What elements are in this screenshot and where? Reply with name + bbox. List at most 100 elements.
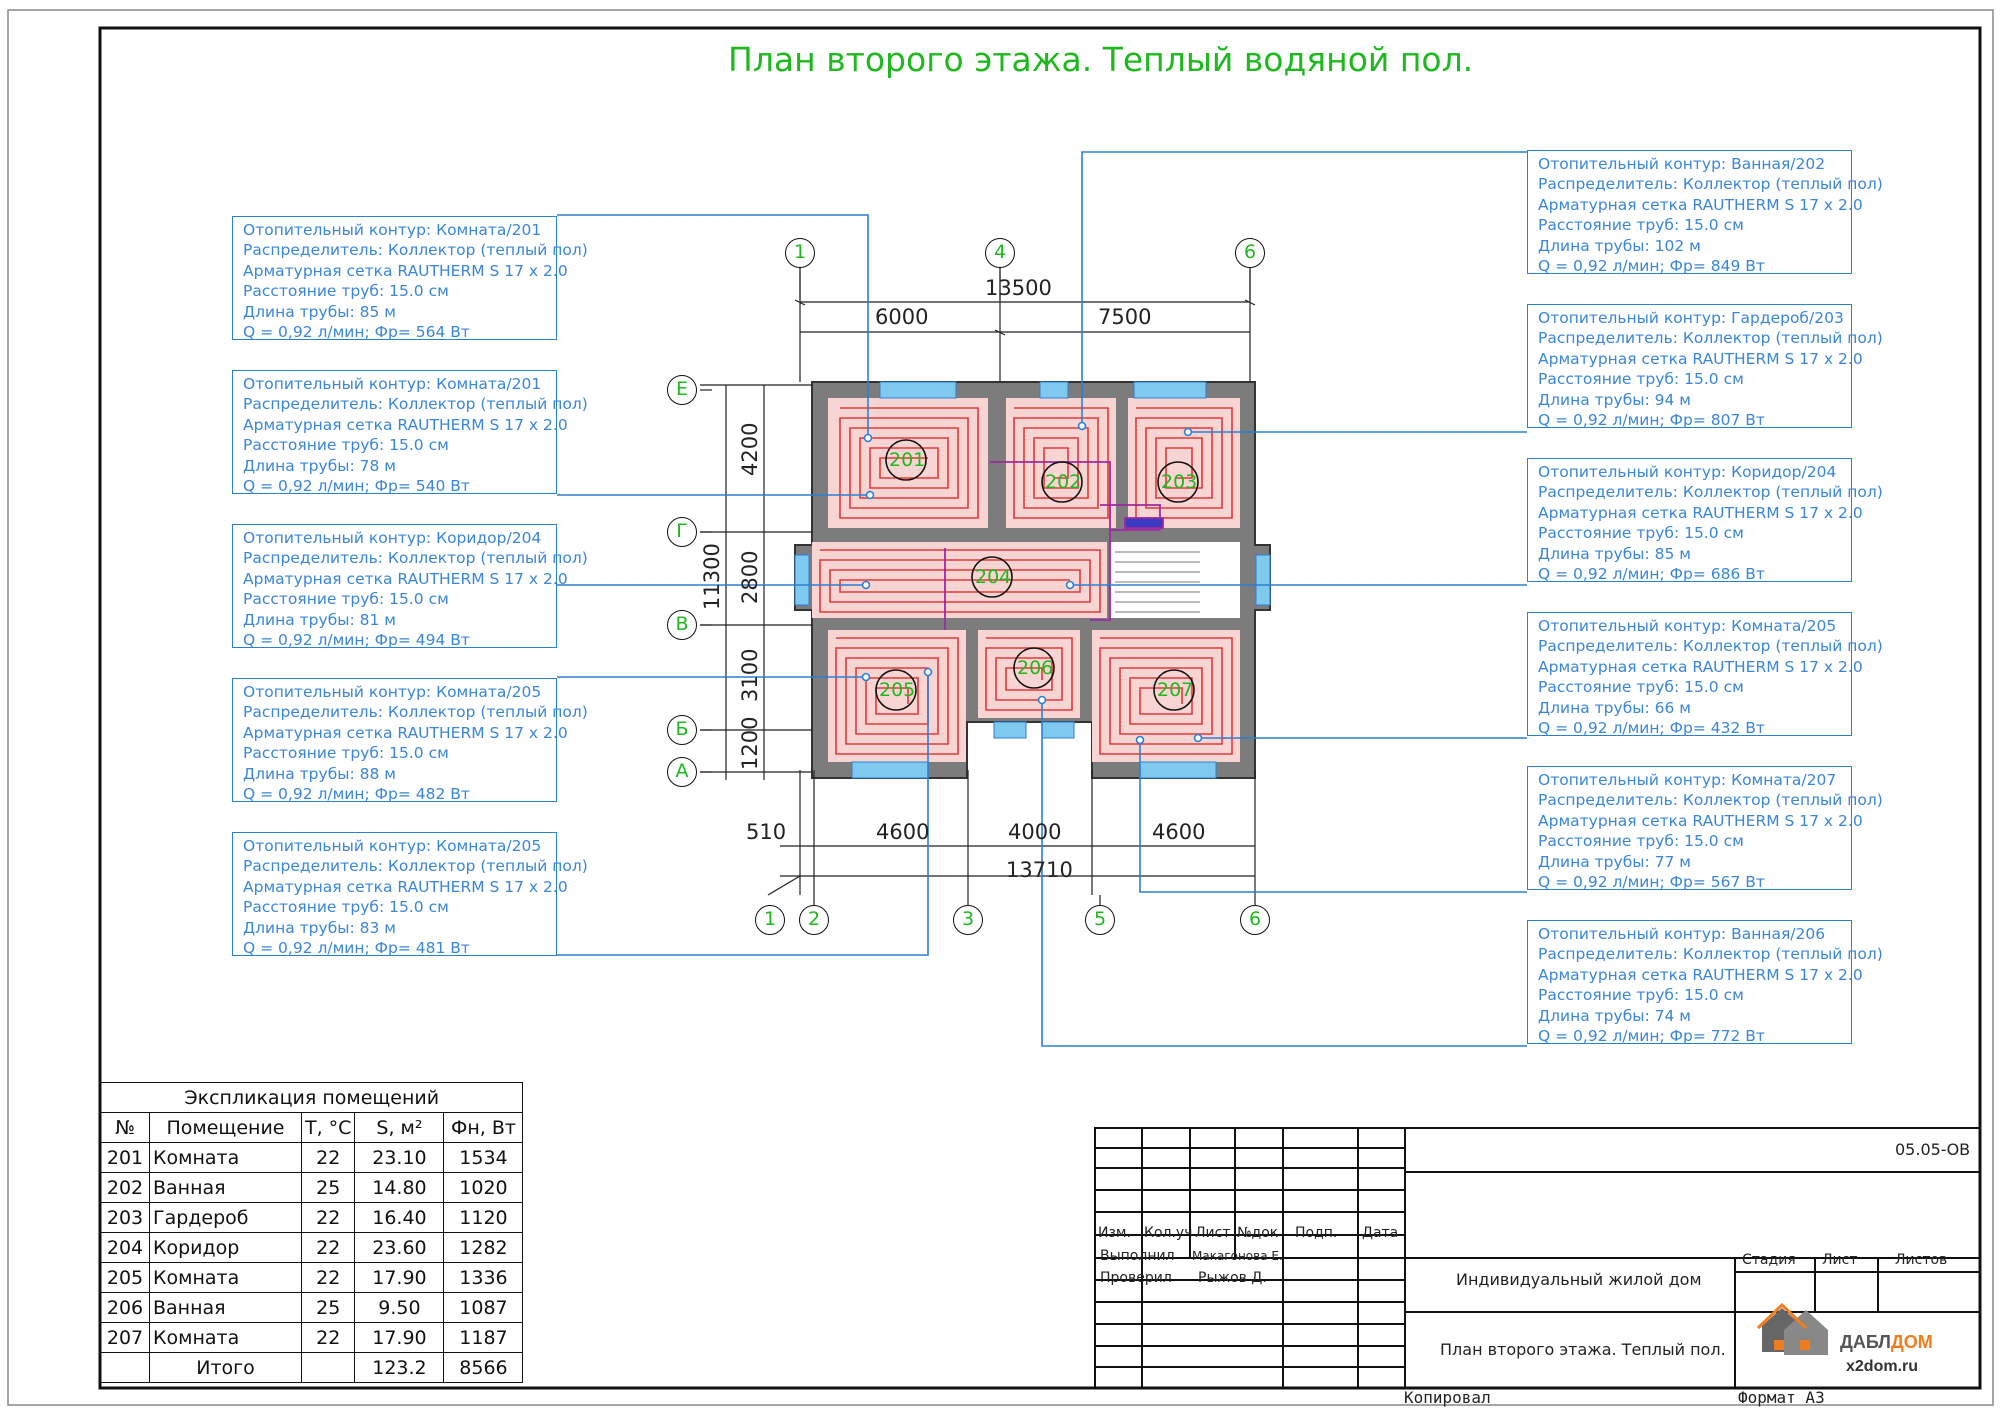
title-block-grid	[1094, 1127, 1981, 1389]
tb-format: Формат А3	[1738, 1388, 1825, 1407]
explication-table: Экспликация помещений № Помещение T, °C …	[99, 1082, 524, 1383]
inner-frame	[98, 26, 1982, 1390]
callout-line: Q = 0,92 л/мин; Фр= 849 Вт	[1538, 256, 1765, 275]
logo-site: x2dom.ru	[1846, 1358, 1919, 1375]
table-cell: Коридор	[149, 1232, 302, 1263]
axis-bottom-5: 5	[1085, 905, 1115, 935]
table-cell: 22	[300, 1142, 356, 1173]
callout-line: Q = 0,92 л/мин; Фр= 494 Вт	[243, 630, 470, 649]
room-label-201: 201	[889, 449, 926, 471]
table-cell: 22	[300, 1232, 356, 1263]
col-header-room: Помещение	[149, 1112, 302, 1143]
heating-pipes	[819, 407, 1233, 755]
callout-line: Арматурная сетка RAUTHERM S 17 x 2.0	[1538, 811, 1863, 830]
callout-line: Арматурная сетка RAUTHERM S 17 x 2.0	[1538, 503, 1863, 522]
table-cell: Комната	[149, 1142, 302, 1173]
callout-line: Распределитель: Коллектор (теплый пол)	[243, 857, 588, 876]
callout-line: Q = 0,92 л/мин; Фр= 482 Вт	[243, 784, 470, 803]
axis-bottom-6: 6	[1240, 905, 1270, 935]
callout-line: Арматурная сетка RAUTHERM S 17 x 2.0	[1538, 195, 1863, 214]
dim-bottom-c: 4000	[1008, 820, 1062, 844]
callout-line: Q = 0,92 л/мин; Фр= 807 Вт	[1538, 410, 1765, 429]
table-cell: 14.80	[354, 1172, 445, 1203]
room-label-202: 202	[1045, 471, 1082, 493]
callout-line: Q = 0,92 л/мин; Фр= 564 Вт	[243, 322, 470, 341]
callout-line: Q = 0,92 л/мин; Фр= 432 Вт	[1538, 718, 1765, 737]
callout-line: Распределитель: Коллектор (теплый пол)	[1538, 483, 1883, 502]
callout-line: Арматурная сетка RAUTHERM S 17 x 2.0	[1538, 349, 1863, 368]
table-cell: Ванная	[149, 1292, 302, 1323]
axis-left-a: А	[667, 757, 697, 787]
room-205-area	[828, 630, 966, 762]
room-label-205: 205	[879, 679, 916, 701]
room-label-207: 207	[1157, 679, 1194, 701]
table-cell: Ванная	[149, 1172, 302, 1203]
col-header-area: S, м²	[354, 1112, 445, 1143]
callout-line: Q = 0,92 л/мин; Фр= 686 Вт	[1538, 564, 1765, 583]
manifold-lines	[944, 461, 1164, 630]
axis-bottom-3: 3	[953, 905, 983, 935]
table-cell: Гардероб	[149, 1202, 302, 1233]
callout-line: Расстояние труб: 15.0 см	[243, 436, 449, 455]
col-header-number: №	[100, 1112, 150, 1143]
tb-stadiya: Стадия	[1742, 1252, 1796, 1268]
dim-top-b: 7500	[1098, 305, 1152, 329]
callout-line: Расстояние труб: 15.0 см	[1538, 524, 1744, 543]
callout-line: Отопительный контур: Комната/205	[243, 837, 542, 855]
tb-listov: Листов	[1895, 1252, 1948, 1268]
dim-bottom-a: 510	[746, 820, 787, 844]
room-label-204: 204	[975, 566, 1012, 588]
leader-lines	[557, 151, 1527, 1047]
callout-line: Распределитель: Коллектор (теплый пол)	[1538, 791, 1883, 810]
table-cell: 25	[300, 1292, 356, 1323]
table-cell: 17.90	[354, 1322, 445, 1353]
tb-proveril-name: Рыжов Д.	[1198, 1270, 1267, 1286]
table-row-total: Итого 123.2 8566	[100, 1352, 524, 1383]
room-label-206: 206	[1017, 657, 1054, 679]
tb-kopiroval: Копировал	[1404, 1388, 1491, 1407]
dim-bottom-total: 13710	[1006, 858, 1073, 882]
total-label: Итого	[149, 1352, 302, 1383]
callout-line: Длина трубы: 94 м	[1538, 390, 1691, 409]
table-cell: 204	[100, 1232, 150, 1263]
tb-h-kol: Кол.уч	[1144, 1225, 1193, 1241]
callout-line: Расстояние труб: 15.0 см	[243, 898, 449, 917]
table-cell: 1120	[443, 1202, 524, 1233]
col-header-heat: Фн, Вт	[443, 1112, 524, 1143]
logo-house-icon	[1756, 1302, 1828, 1355]
axis-left-v: В	[667, 610, 697, 640]
callout-line: Длина трубы: 81 м	[243, 610, 396, 629]
tb-sheet-title: План второго этажа. Теплый пол.	[1440, 1340, 1726, 1359]
tb-h-date: Дата	[1362, 1225, 1399, 1241]
callout-line: Длина трубы: 74 м	[1538, 1006, 1691, 1025]
dim-bottom-b: 4600	[876, 820, 930, 844]
callout-line: Q = 0,92 л/мин; Фр= 481 Вт	[243, 938, 470, 957]
dim-top-a: 6000	[875, 305, 929, 329]
dim-left-a: 4200	[738, 422, 762, 476]
room-207-area	[1092, 630, 1240, 762]
callout-line: Отопительный контур: Комната/201	[243, 221, 542, 239]
axis-left-g: Г	[667, 517, 697, 547]
table-cell: 1187	[443, 1322, 524, 1353]
callout-line: Отопительный контур: Гардероб/203	[1538, 309, 1844, 327]
explication-caption: Экспликация помещений	[99, 1082, 524, 1113]
callout-line: Длина трубы: 102 м	[1538, 236, 1701, 255]
callout-line: Распределитель: Коллектор (теплый пол)	[1538, 175, 1883, 194]
callout-line: Распределитель: Коллектор (теплый пол)	[1538, 329, 1883, 348]
callout-line: Расстояние труб: 15.0 см	[1538, 832, 1744, 851]
dim-left-c: 3100	[738, 648, 762, 702]
outer-border	[7, 9, 1994, 1406]
tb-h-podp: Подп.	[1295, 1225, 1338, 1241]
dim-left-total: 11300	[700, 543, 724, 610]
callout-line: Q = 0,92 л/мин; Фр= 567 Вт	[1538, 872, 1765, 891]
callout-line: Распределитель: Коллектор (теплый пол)	[243, 241, 588, 260]
leader-dots	[861, 421, 1203, 745]
tb-h-doc: №док	[1237, 1225, 1279, 1241]
